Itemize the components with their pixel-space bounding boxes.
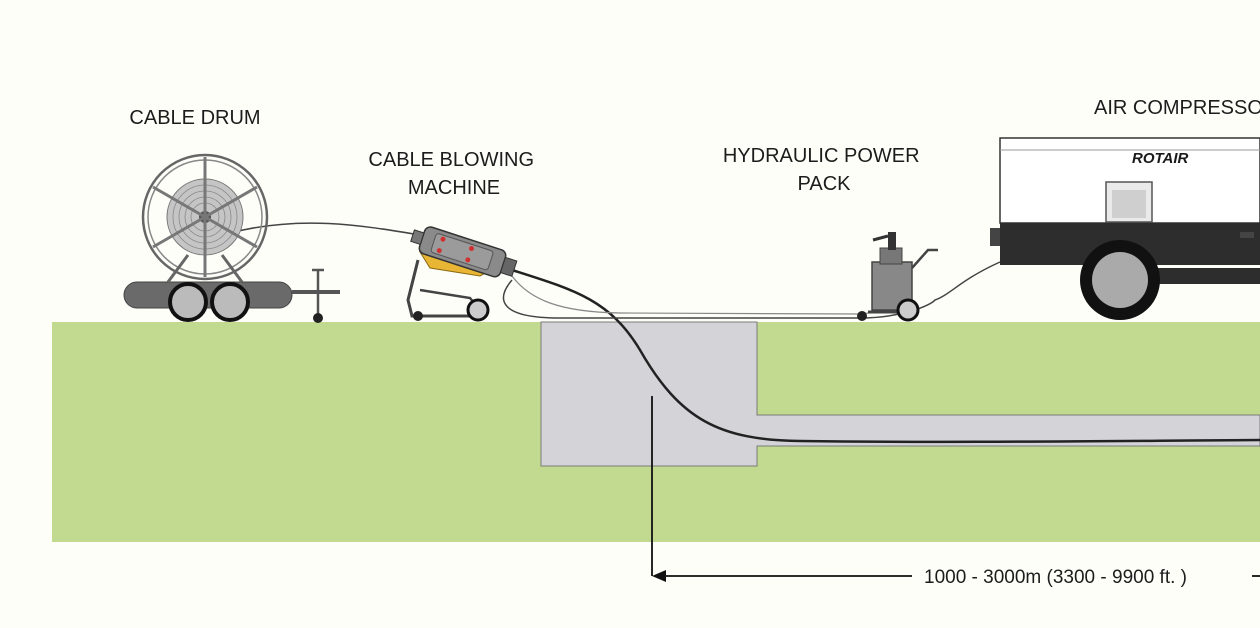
cable-drum — [123, 153, 340, 323]
drum-cable — [229, 222, 421, 236]
compressor-brand: ROTAIR — [1132, 150, 1189, 167]
label-air-compressor: AIR COMPRESSOR — [1094, 97, 1260, 119]
label-cable-blowing-machine: CABLE BLOWING MACHINE — [368, 149, 539, 199]
label-hpp-line1: HYDRAULIC POWER — [723, 145, 920, 167]
distance-dimension: 1000 - 3000m (3300 - 9900 ft. ) — [651, 396, 1260, 588]
label-hydraulic-power-pack: HYDRAULIC POWER PACK — [723, 145, 925, 195]
label-cbm-line2: MACHINE — [408, 177, 500, 199]
distance-label: 1000 - 3000m (3300 - 9900 ft. ) — [924, 567, 1187, 588]
hydraulic-power-pack — [857, 232, 938, 322]
label-cable-drum: CABLE DRUM — [129, 107, 260, 129]
label-hpp-line2: PACK — [798, 173, 852, 195]
air-compressor: ROTAIR — [990, 137, 1260, 320]
fiber-cable — [511, 268, 1260, 444]
label-cbm-line1: CABLE BLOWING — [368, 149, 534, 171]
air-hose — [502, 261, 1001, 319]
hydraulic-hose — [511, 275, 913, 315]
cable-blowing-machine — [406, 226, 518, 322]
